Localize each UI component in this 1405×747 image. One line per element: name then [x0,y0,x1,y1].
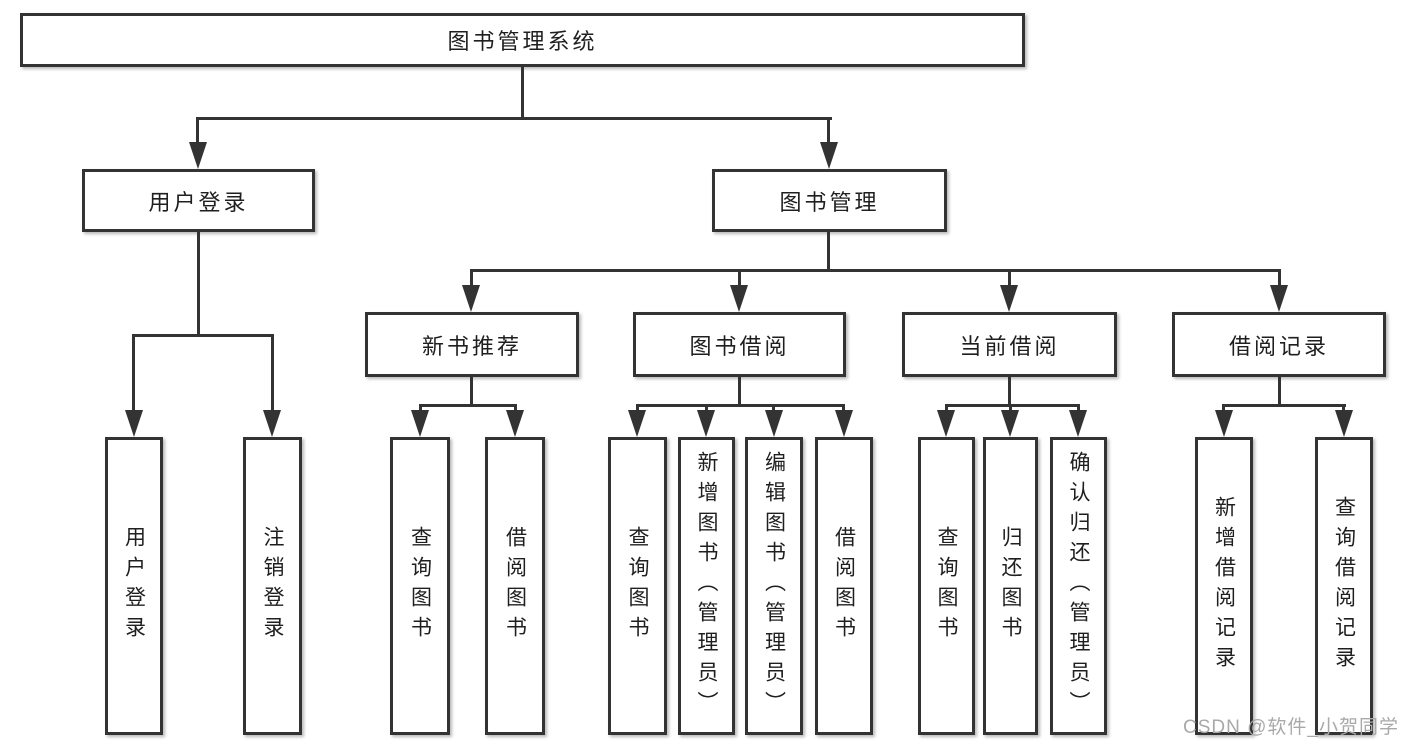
watermark: CSDN @软件_小贺同学 [1183,717,1399,738]
connector-vline [132,334,135,414]
connector-vline [945,404,948,414]
leaf-add-borrow-record-label: 新增借阅记录 [1212,496,1236,676]
connector-vline [271,334,274,414]
connector-hline [132,334,274,337]
connector-vline [738,269,741,289]
connector-vline [514,404,517,414]
node-new-book-recommendation: 新书推荐 [365,312,579,377]
leaf-query-books-recommend-label: 查询图书 [408,526,432,646]
connector-vline [1278,269,1281,289]
connector-vline [636,404,639,414]
arrowhead-down-icon [462,285,480,312]
node-library-system: 图书管理系统 [20,13,1025,67]
connector-hline [945,404,1080,407]
arrowhead-down-icon [820,142,838,169]
arrowhead-down-icon [628,410,646,437]
arrowhead-down-icon [125,410,143,437]
leaf-query-borrow-record: 查询借阅记录 [1315,437,1373,735]
arrowhead-down-icon [1069,410,1087,437]
connector-vline [1008,269,1011,289]
connector-vline [1278,377,1281,407]
leaf-return-books: 归还图书 [983,437,1038,735]
connector-hline [636,404,845,407]
connector-vline [1077,404,1080,414]
leaf-query-books-current-label: 查询图书 [935,526,959,646]
node-book-management: 图书管理 [712,169,947,232]
leaf-add-book-admin: 新增图书（管理员） [678,437,735,735]
node-borrowing-records-label: 借阅记录 [1228,333,1329,359]
leaf-edit-book-admin: 编辑图书（管理员） [745,437,803,735]
arrowhead-down-icon [1270,285,1288,312]
node-user-login: 用户登录 [82,169,315,232]
connector-vline [827,232,830,272]
arrowhead-down-icon [1215,410,1233,437]
connector-vline [738,377,741,407]
connector-vline [842,404,845,414]
leaf-logout-label: 注销登录 [261,526,285,646]
connector-vline [1222,404,1225,414]
connector-vline [196,117,199,145]
connector-vline [521,67,524,118]
arrowhead-down-icon [730,285,748,312]
connector-vline [772,404,775,414]
leaf-edit-book-admin-label: 编辑图书（管理员） [762,451,786,721]
node-current-borrowing: 当前借阅 [902,312,1117,377]
leaf-query-books-borrowing: 查询图书 [608,437,667,735]
connector-vline [470,269,473,289]
leaf-borrow-books-recommend-label: 借阅图书 [503,526,527,646]
connector-vline [197,232,200,336]
leaf-confirm-return-admin: 确认归还（管理员） [1050,437,1107,735]
connector-hline [1222,404,1346,407]
leaf-add-book-admin-label: 新增图书（管理员） [695,451,719,721]
arrowhead-down-icon [189,142,207,169]
connector-vline [1008,377,1011,407]
node-borrowing-records: 借阅记录 [1172,312,1386,377]
node-new-book-recommendation-label: 新书推荐 [421,333,522,359]
leaf-add-borrow-record: 新增借阅记录 [1195,437,1253,735]
arrowhead-down-icon [1335,410,1353,437]
leaf-borrow-books-borrowing: 借阅图书 [815,437,873,735]
connector-vline [470,377,473,407]
arrowhead-down-icon [1001,410,1019,437]
leaf-user-login-label: 用户登录 [122,526,146,646]
leaf-query-books-recommend: 查询图书 [390,437,450,735]
leaf-borrow-books-recommend: 借阅图书 [485,437,545,735]
arrowhead-down-icon [411,410,429,437]
arrowhead-down-icon [835,410,853,437]
arrowhead-down-icon [1000,285,1018,312]
leaf-borrow-books-borrowing-label: 借阅图书 [832,526,856,646]
leaf-logout: 注销登录 [243,437,302,735]
arrowhead-down-icon [263,410,281,437]
connector-hline [419,404,517,407]
node-library-system-label: 图书管理系统 [447,29,598,54]
connector-vline [419,404,422,414]
node-book-borrowing: 图书借阅 [633,312,846,377]
connector-hline [470,269,1281,272]
node-book-borrowing-label: 图书借阅 [689,333,790,359]
leaf-confirm-return-admin-label: 确认归还（管理员） [1067,451,1091,721]
leaf-return-books-label: 归还图书 [999,526,1023,646]
arrowhead-down-icon [937,410,955,437]
node-user-login-label: 用户登录 [148,189,249,215]
arrowhead-down-icon [697,410,715,437]
connector-vline [1342,404,1345,414]
connector-vline [705,404,708,414]
leaf-user-login: 用户登录 [105,437,163,735]
node-book-management-label: 图书管理 [779,189,880,215]
leaf-query-books-borrowing-label: 查询图书 [626,526,650,646]
arrowhead-down-icon [765,410,783,437]
connector-vline [827,117,830,145]
leaf-query-books-current: 查询图书 [918,437,975,735]
connector-hline [196,117,832,120]
node-current-borrowing-label: 当前借阅 [959,333,1060,359]
leaf-query-borrow-record-label: 查询借阅记录 [1332,496,1356,676]
arrowhead-down-icon [506,410,524,437]
connector-vline [1009,404,1012,414]
